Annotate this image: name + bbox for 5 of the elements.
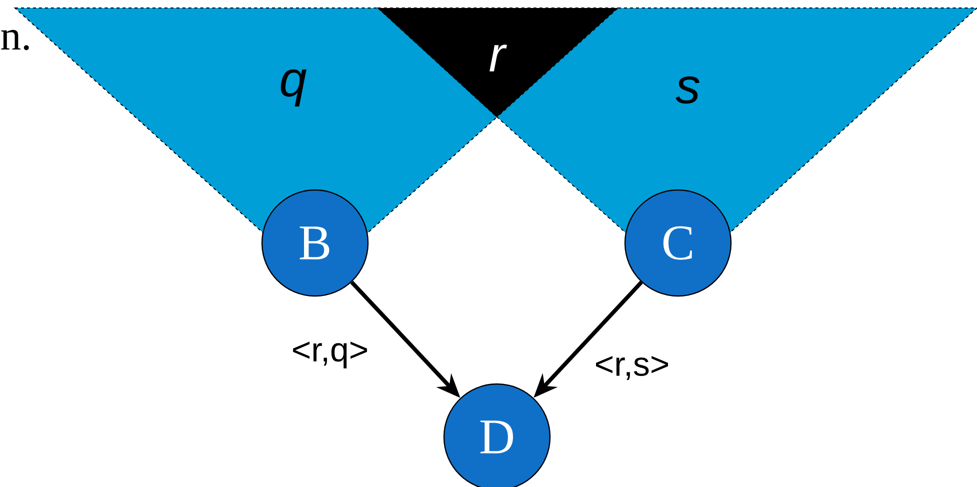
- edge-label: <r,s>: [596, 356, 668, 380]
- circle-node: C: [624, 189, 732, 297]
- circle-node: B: [261, 189, 369, 297]
- edge-label: <r,q>: [293, 342, 367, 368]
- circle-node: D: [443, 383, 551, 487]
